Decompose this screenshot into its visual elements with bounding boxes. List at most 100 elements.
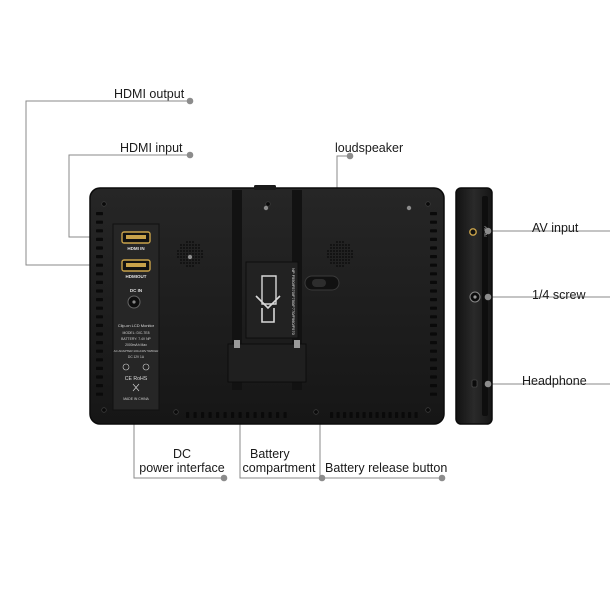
speaker-hole [345, 262, 347, 264]
weee-icon [132, 383, 140, 392]
vent-slot [96, 349, 103, 353]
speaker-hole [198, 256, 200, 258]
speaker-hole [186, 259, 188, 261]
vent-slot [96, 280, 103, 284]
speaker-hole [351, 253, 353, 255]
vent-slot [246, 412, 250, 418]
speaker-hole [342, 256, 344, 258]
speaker-hole [195, 253, 197, 255]
vent-slot [430, 289, 437, 293]
vent-slot [401, 412, 405, 418]
speaker-hole [195, 256, 197, 258]
model-text: MODEL: DIC-7E8 [123, 331, 150, 335]
ce-rohs-text: CE RoHS [125, 376, 148, 382]
speaker-hole [195, 259, 197, 261]
vent-slot [96, 272, 103, 276]
vent-slot [414, 412, 418, 418]
dot-battery-release [438, 474, 446, 482]
loudspeaker-grille-right [327, 241, 353, 267]
battery-text: BATTERY: 7.4V NP [121, 337, 151, 341]
speaker-hole [186, 244, 188, 246]
speaker-hole [348, 259, 350, 261]
speaker-hole [336, 244, 338, 246]
speaker-hole [177, 256, 179, 258]
vent-slot [223, 412, 227, 418]
speaker-hole [189, 244, 191, 246]
vent-slot [430, 392, 437, 396]
vent-slot [430, 237, 437, 241]
vent-slot [231, 412, 235, 418]
speaker-hole [186, 247, 188, 249]
vent-slot [96, 315, 103, 319]
speaker-hole [336, 262, 338, 264]
speaker-hole [330, 244, 332, 246]
vent-slot [96, 366, 103, 370]
speaker-hole [195, 250, 197, 252]
speaker-hole [342, 262, 344, 264]
dot-dc [220, 474, 228, 482]
speaker-hole [348, 256, 350, 258]
vent-slot [96, 263, 103, 267]
speaker-hole [198, 247, 200, 249]
av-input-jack [469, 228, 477, 236]
speaker-hole [345, 253, 347, 255]
vent-slot [253, 412, 257, 418]
speaker-hole [330, 247, 332, 249]
speaker-hole [336, 253, 338, 255]
speaker-hole [336, 250, 338, 252]
speaker-hole [180, 253, 182, 255]
vent-slot [96, 323, 103, 327]
vent-slot [430, 384, 437, 388]
speaker-hole [342, 250, 344, 252]
vent-slot [430, 255, 437, 259]
vent-slot [96, 384, 103, 388]
leader-hdmi-output [25, 100, 190, 266]
hdmi-in-text: HDMI IN [127, 246, 144, 251]
monitor-back: NP F550/F570/F750/F770/F960/F970 HDMI IN… [89, 185, 445, 425]
vent-slot [356, 412, 360, 418]
speaker-hole [336, 265, 338, 267]
speaker-hole [198, 244, 200, 246]
dot-av-input [484, 227, 492, 235]
vent-slot [96, 229, 103, 233]
speaker-hole [192, 256, 194, 258]
speaker-hole [342, 253, 344, 255]
vent-slot [430, 366, 437, 370]
monitor-side-view: AV IN [455, 187, 493, 425]
vent-slot [96, 255, 103, 259]
made-in-text: MADE IN CHINA [123, 397, 149, 401]
vent-slot [336, 412, 340, 418]
label-dc-power: DC power interface [134, 447, 230, 475]
label-battery-release: Battery release button [325, 461, 448, 475]
speaker-hole [339, 259, 341, 261]
speaker-hole [333, 247, 335, 249]
speaker-hole [180, 259, 182, 261]
speaker-hole [189, 253, 191, 255]
speaker-hole [180, 256, 182, 258]
vent-slot [430, 220, 437, 224]
vent-slot [430, 341, 437, 345]
speaker-hole [198, 262, 200, 264]
vent-slot [238, 412, 242, 418]
speaker-hole [180, 247, 182, 249]
label-av-input: AV input [532, 221, 579, 235]
speaker-hole [342, 265, 344, 267]
hdmi-out-text: HDMIOUT [126, 274, 147, 279]
monitor-screws [101, 201, 431, 415]
vent-slot [375, 412, 379, 418]
vent-slot [96, 246, 103, 250]
vent-grille-bottom [186, 412, 418, 418]
port-plate: HDMI IN HDMIOUT DC IN Clip-on LCD Monito… [112, 223, 160, 411]
speaker-hole [186, 241, 188, 243]
vent-slot [430, 332, 437, 336]
speaker-hole [327, 250, 329, 252]
vent-slot [388, 412, 392, 418]
vent-slot [430, 358, 437, 362]
speaker-hole [345, 244, 347, 246]
vent-slot [96, 341, 103, 345]
vent-slot [369, 412, 373, 418]
speaker-hole [351, 256, 353, 258]
label-headphone: Headphone [522, 374, 587, 388]
speaker-hole [192, 262, 194, 264]
